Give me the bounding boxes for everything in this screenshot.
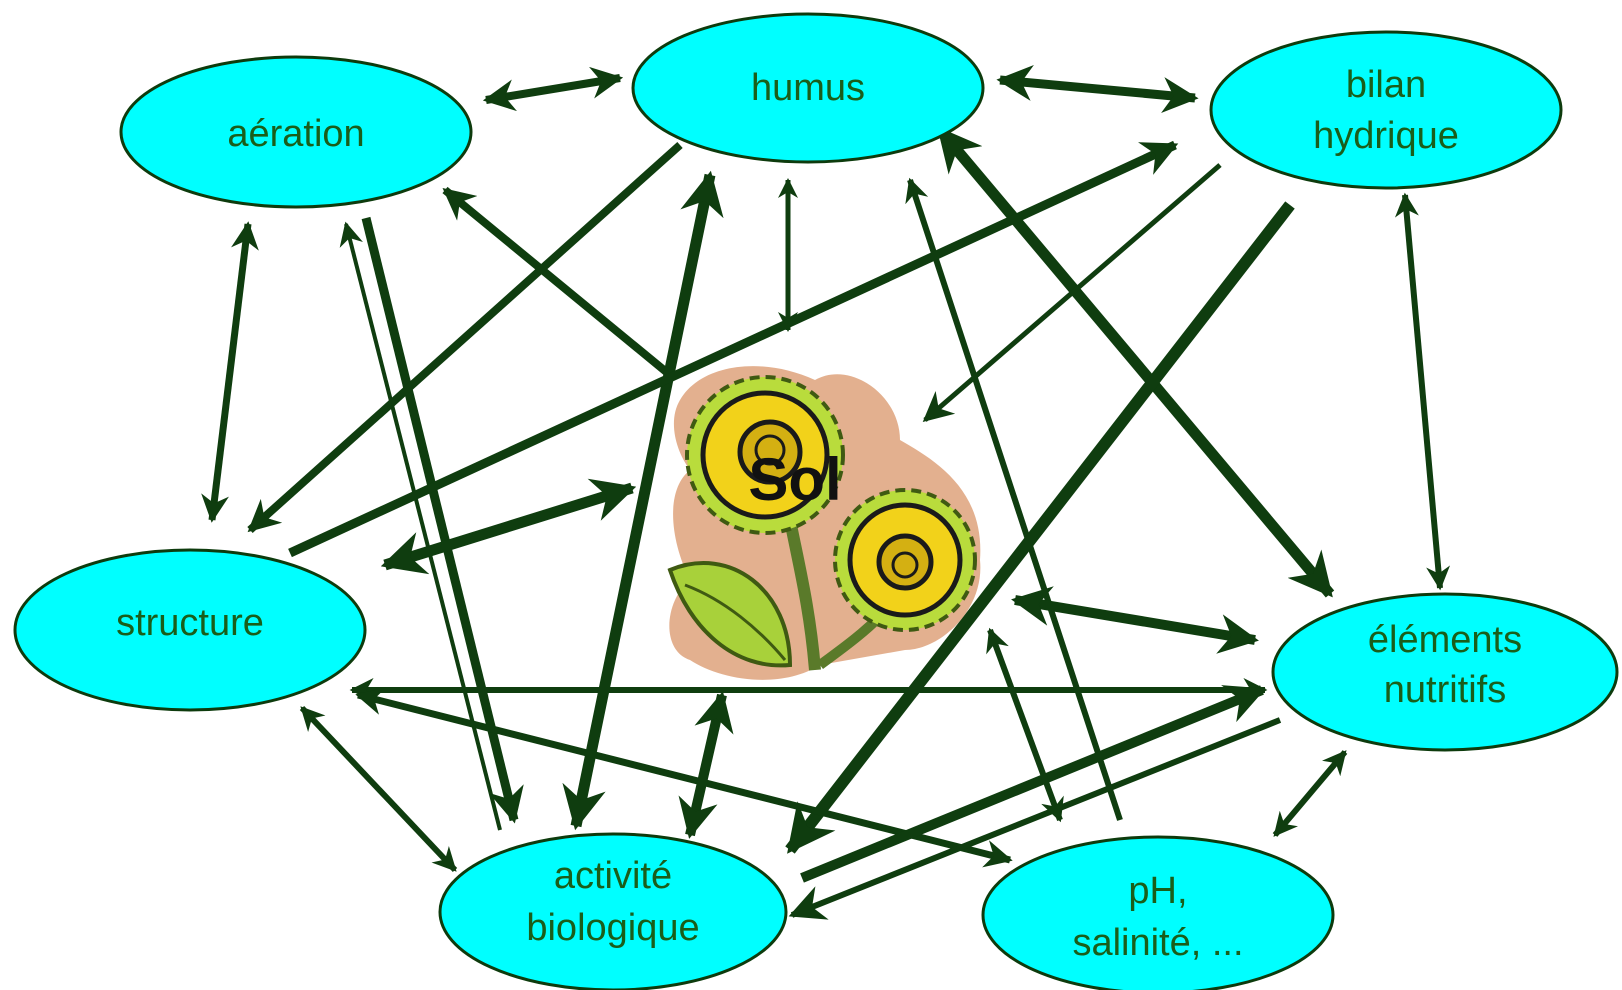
node-ph-ellipse: [981, 835, 1335, 990]
flower-left-core: [754, 434, 786, 466]
arrow-activite-aeration: [339, 221, 502, 831]
node-ph: pH, salinité, ...: [981, 835, 1335, 990]
node-humus-ellipse: [631, 12, 985, 164]
flower-right-center: [876, 533, 934, 591]
node-aeration-ellipse: [119, 55, 473, 209]
node-humus: humus: [631, 12, 985, 164]
arrow-bilan-center: [922, 163, 1222, 422]
node-activite-label-line-2: biologique: [526, 907, 699, 949]
node-structure-ellipse: [13, 548, 367, 712]
arrow-bilan-elements: [1394, 192, 1451, 591]
node-bilan-ellipse: [1209, 30, 1563, 190]
arrow-ph-humus: [905, 177, 1123, 821]
arrow-structure-center: [380, 478, 637, 575]
leaf-vein: [684, 583, 787, 661]
node-structure: structure: [13, 548, 367, 712]
arrow-aeration-humus: [482, 66, 624, 112]
node-bilan-label-line-1: bilan: [1346, 64, 1426, 106]
node-aeration: aération: [119, 55, 473, 209]
arrow-ph-center: [986, 627, 1064, 823]
node-aeration-label-line-1: aération: [227, 113, 364, 155]
arrow-structure-activite: [299, 705, 458, 873]
arrow-aeration-structure: [201, 221, 259, 523]
stem-left: [784, 518, 821, 671]
node-elements-ellipse: [1271, 592, 1619, 752]
node-elements: éléments nutritifs: [1271, 592, 1619, 752]
flower-left-center: [737, 419, 803, 485]
node-humus-label-line-1: humus: [751, 67, 865, 109]
node-activite: activité biologique: [438, 832, 788, 990]
arrow-activite-center: [678, 691, 734, 839]
leaf: [667, 561, 793, 668]
arrow-humus-elements: [935, 126, 1335, 598]
center-title: Sol: [748, 446, 841, 513]
arrow-ph-elements: [1272, 750, 1348, 837]
nodes-layer: aération humus bilan hydrique structure éléme…: [13, 12, 1619, 990]
node-activite-label-line-1: activité: [554, 855, 672, 897]
arrows-layer: [201, 65, 1451, 920]
sunflower-illustration: Sol: [667, 366, 981, 680]
flower-right-core: [891, 551, 919, 579]
node-activite-ellipse: [438, 832, 788, 990]
node-elements-label-line-2: nutritifs: [1384, 669, 1506, 711]
node-ph-label-line-2: salinité, ...: [1072, 922, 1243, 964]
node-bilan-label-line-2: hydrique: [1313, 115, 1459, 157]
arrow-elements-center: [1011, 586, 1259, 654]
arrow-humus-bilan: [996, 65, 1199, 113]
arrow-aeration-elements: [442, 186, 673, 379]
node-structure-label-line-1: structure: [116, 602, 264, 644]
node-ph-label-line-1: pH,: [1128, 870, 1187, 912]
node-elements-label-line-1: éléments: [1368, 619, 1522, 661]
node-bilan: bilan hydrique: [1209, 30, 1563, 190]
